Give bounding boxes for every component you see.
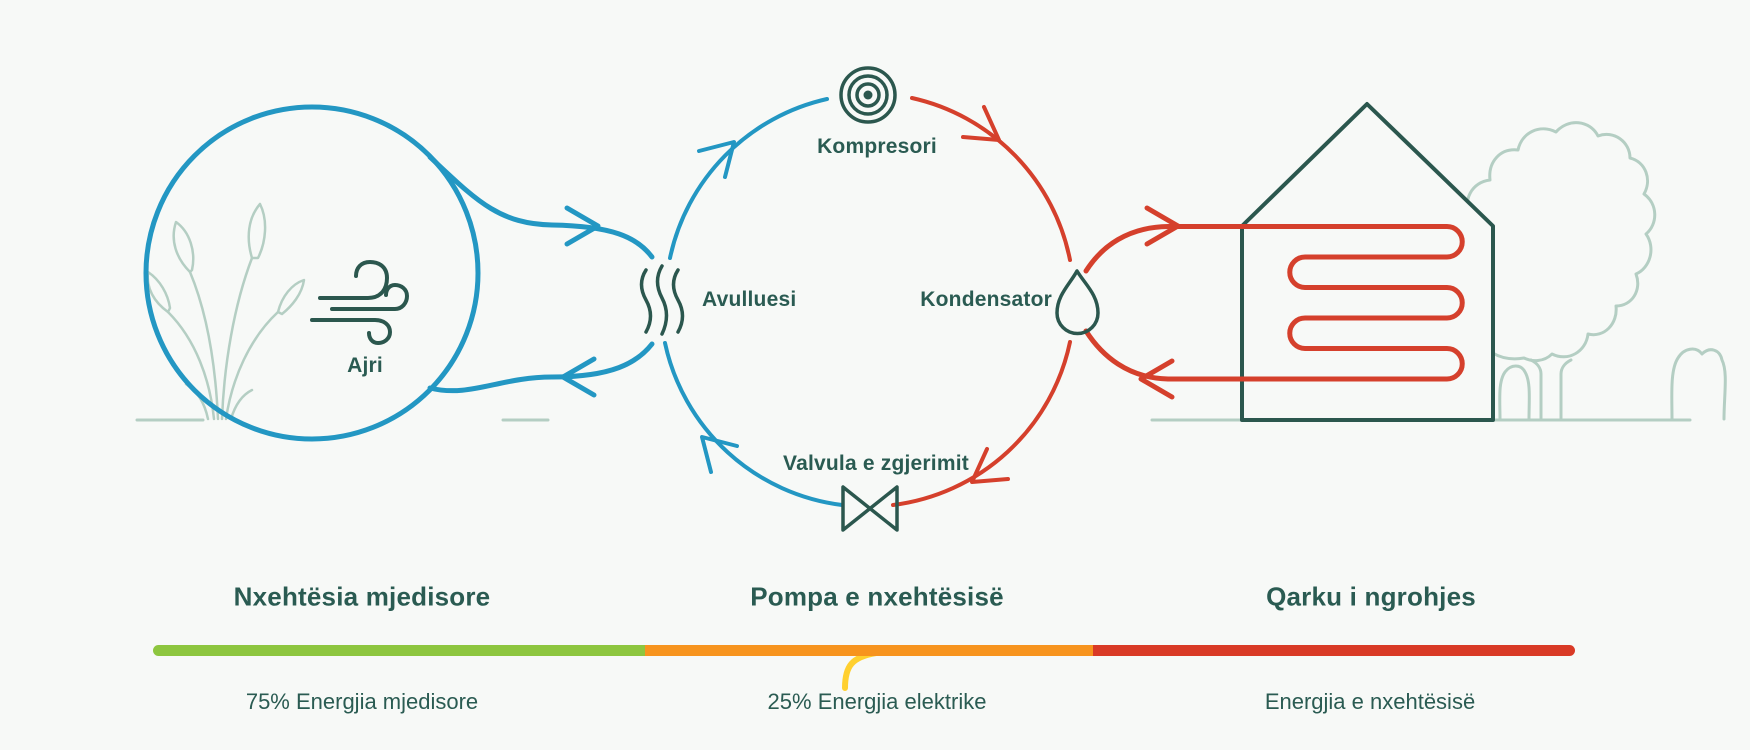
grass-decoration (146, 202, 306, 421)
energy-bar-environment-segment (153, 645, 645, 656)
radiator-coil (1083, 224, 1465, 382)
expansion-valve-icon (841, 485, 899, 532)
refrigerant-cold-side (663, 97, 844, 507)
condenser-droplet-icon (1055, 269, 1100, 336)
house (1240, 102, 1495, 422)
section-title-heat-pump: Pompa e nxehtësisë (750, 581, 1004, 612)
air-label: Ajri (347, 354, 383, 377)
section-title-environment: Nxehtësia mjedisore (233, 581, 491, 612)
value-environment-energy: 75% Energjia mjedisore (245, 689, 479, 714)
heating-supply-arrow (1144, 205, 1181, 247)
heating-circuit (1083, 205, 1465, 400)
energy-bar-electric-segment (645, 645, 1093, 656)
compressor-icon (839, 66, 897, 124)
section-title-heating-circuit: Qarku i ngrohjes (1266, 581, 1476, 612)
heating-return-arrow (1138, 358, 1175, 400)
energy-bar (153, 645, 1575, 656)
cold-arrow-to-compressor (697, 140, 736, 179)
expansion-valve-label: Valvula e zgjerimit (783, 452, 969, 475)
hot-arrow-to-valve (970, 447, 1010, 484)
cold-arrow-to-evaporator (700, 435, 739, 474)
value-heat-energy: Energjia e nxehtësisë (1264, 689, 1476, 714)
compressor-label: Kompresori (817, 135, 937, 158)
air-supply-arrow (564, 205, 601, 247)
wind-icon (310, 260, 409, 345)
air-return-arrow (560, 356, 597, 398)
energy-bar-heat-segment (1093, 645, 1575, 656)
evaporator-icon (639, 264, 685, 336)
condenser-label: Kondensator (920, 288, 1052, 311)
refrigerant-hot-side (891, 96, 1072, 507)
value-electric-energy: 25% Energjia elektrike (767, 689, 987, 714)
electric-input-curve (842, 650, 879, 691)
hot-arrow-to-condenser (961, 105, 1001, 142)
evaporator-label: Avulluesi (702, 288, 797, 311)
tree (1453, 121, 1727, 421)
air-loop (143, 104, 655, 442)
